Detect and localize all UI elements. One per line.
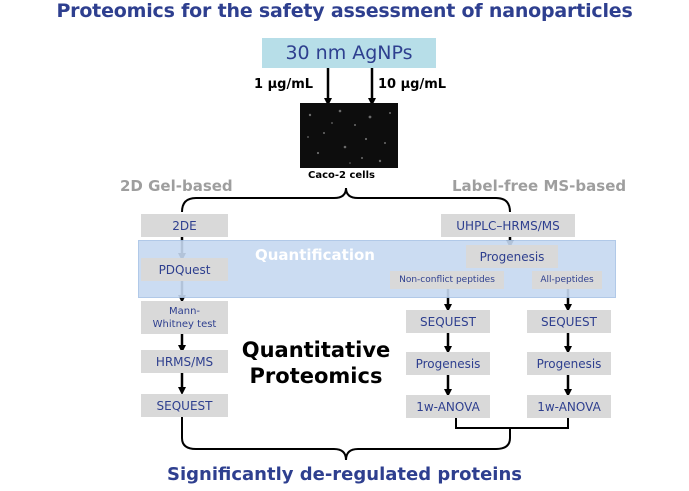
bottom-result-label: Significantly de-regulated proteins [166,464,523,485]
caco2-cells-image [300,103,398,168]
dose-low-label: 1 µg/mL [254,77,314,92]
right-b-anova: 1w-ANOVA [527,395,611,418]
center-label-line-2: Proteomics [249,364,383,388]
quantification-label: Quantification [255,246,375,264]
left-step-sequest: SEQUEST [141,394,228,417]
cells-texture [307,109,391,164]
right-a-progenesis: Progenesis [406,352,490,375]
agnps-box: 30 nm AgNPs [262,38,436,68]
left-step-pdquest: PDQuest [141,258,228,281]
left-step-hrms: HRMS/MS [141,350,228,373]
right-b-progenesis: Progenesis [527,352,611,375]
right-a-anova: 1w-ANOVA [406,395,490,418]
page-title: Proteomics for the safety assessment of … [56,0,633,22]
right-label-non-conflict: Non-conflict peptides [390,271,504,289]
cells-label: Caco-2 cells [308,170,375,181]
top-split-brace [181,187,511,213]
right-step-progenesis-top: Progenesis [466,245,558,268]
right-step-uhplc: UHPLC–HRMS/MS [441,214,575,237]
left-step-mann-whitney: Mann- Whitney test [141,301,228,334]
right-join-bracket [455,417,569,429]
right-b-sequest: SEQUEST [527,310,611,333]
branch-right-label: Label-free MS-based [452,177,627,195]
branch-left-label: 2D Gel-based [120,177,233,195]
center-label-line-1: Quantitative [241,338,391,362]
right-label-all-peptides: All-peptides [532,271,602,289]
right-a-sequest: SEQUEST [406,310,490,333]
dose-high-label: 10 µg/mL [378,77,447,92]
bottom-merge-brace [181,417,511,461]
left-step-2de: 2DE [141,214,228,237]
